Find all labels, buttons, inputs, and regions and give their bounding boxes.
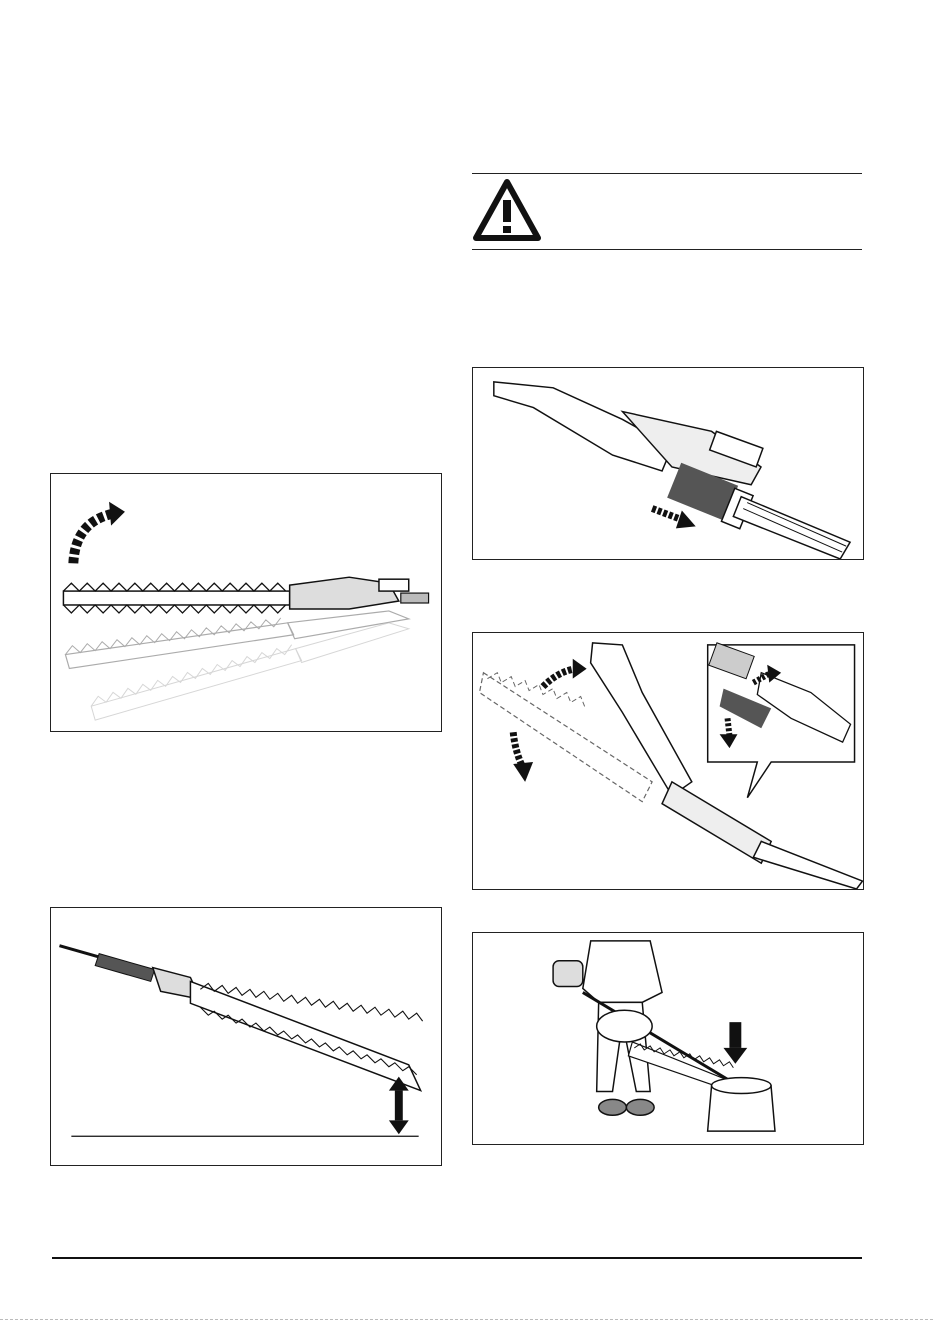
curved-arrow-icon [73,502,125,564]
angle-lever-illustration [473,633,863,889]
shaft-release-illustration [473,368,863,559]
figure-angle-lever [472,632,864,890]
warning-bottom-rule [472,249,862,250]
down-arrow-icon [723,1022,747,1064]
shaft-tube [733,497,850,559]
operator-stump-illustration [473,933,863,1144]
attachment-head [494,382,763,485]
figure-operator-stump [472,932,864,1145]
blade-position-2 [65,611,408,669]
stump [708,1078,775,1131]
page-cut-line [0,1319,933,1320]
rotate-arrow-icon [513,659,586,782]
figure-blade-angle [50,473,442,732]
warning-block [472,176,862,248]
detail-inset [708,643,855,798]
footer-rule [52,1257,862,1259]
blade-angle-illustration [51,474,441,731]
figure-level-trim [50,907,442,1166]
level-trim-illustration [51,908,441,1165]
warning-triangle-icon [472,178,542,244]
warning-top-rule [472,173,862,174]
trimmer-shaft [59,946,422,1091]
blade-position-1 [63,577,428,613]
figure-shaft-release [472,367,864,560]
pull-arrow-icon [652,509,696,529]
